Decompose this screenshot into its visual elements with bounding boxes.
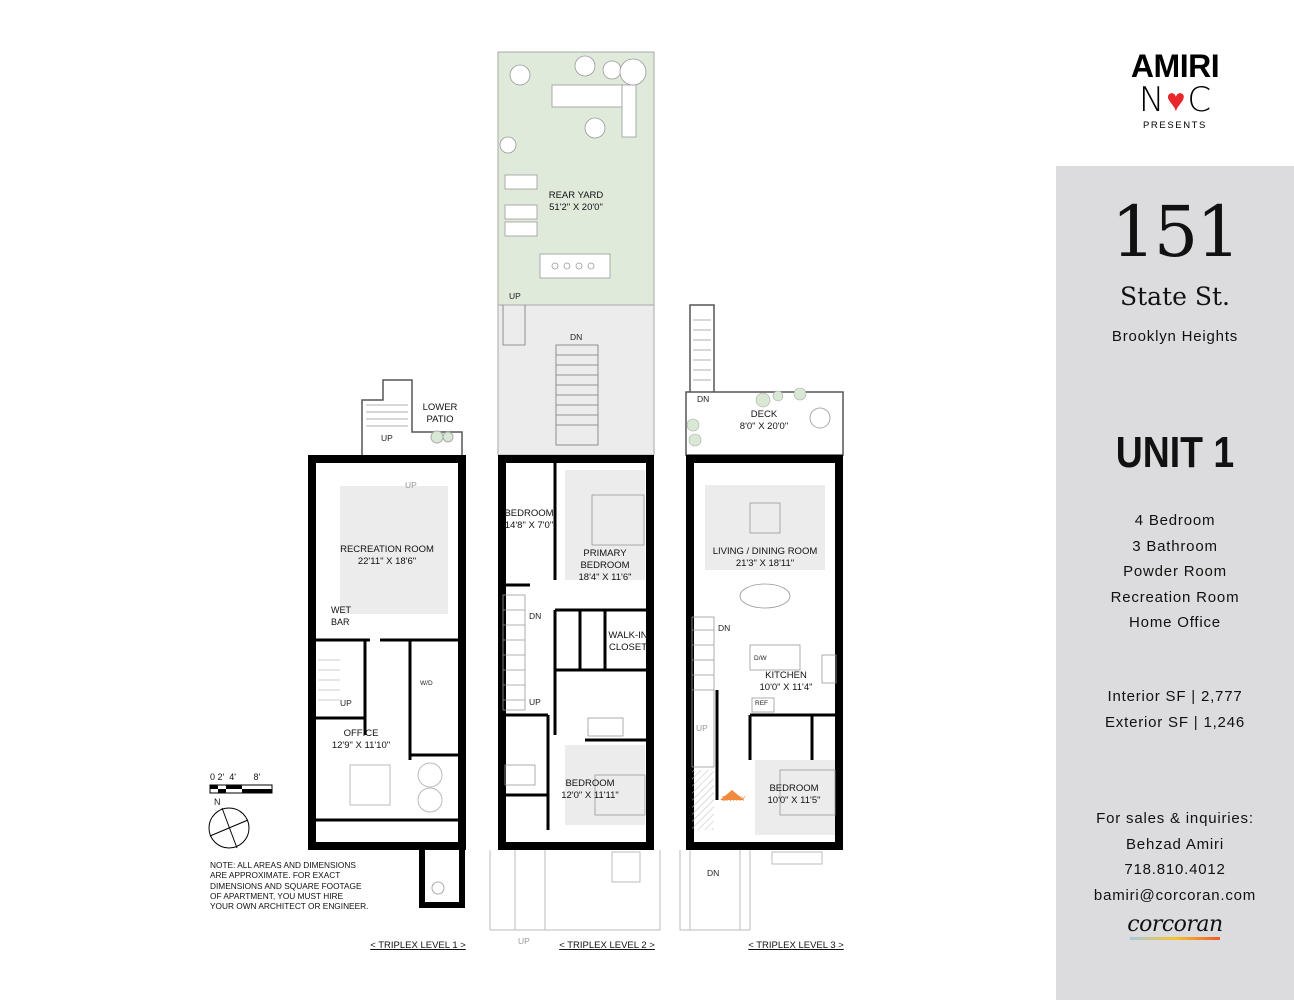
dishwasher-mark: D/W: [754, 655, 767, 662]
washer-dryer-mark: W/D: [420, 680, 433, 687]
level2-plan: [489, 51, 661, 931]
heart-icon: ♥: [1166, 81, 1186, 119]
stair-down-mark: DN: [570, 332, 583, 342]
scale-labels: 0 2' 4' 8': [210, 772, 261, 782]
stair-up-mark: UP: [340, 698, 352, 708]
level1-plan: [308, 379, 466, 908]
neighborhood: Brooklyn Heights: [1111, 328, 1239, 345]
stair-down-mark: DN: [697, 394, 710, 404]
stair-up-mark: UP: [381, 433, 393, 443]
level3-exterior-wall: [686, 455, 843, 850]
level2-title: < TRIPLEX LEVEL 2 >: [559, 940, 655, 951]
street-name: State St.: [1120, 282, 1230, 311]
stair-up-mark: UP: [509, 291, 521, 301]
refrigerator-mark: REF: [755, 700, 768, 707]
stair-up-mark: UP: [529, 697, 541, 707]
email-link[interactable]: bamiri@corcoran.com: [1093, 886, 1257, 904]
entry-label: ENTRY: [722, 796, 746, 803]
entry-arrow-icon: [720, 790, 744, 800]
north-compass-icon: [208, 807, 250, 849]
phone-link[interactable]: 718.810.4012: [1124, 861, 1226, 878]
stair-down-mark: DN: [718, 623, 731, 633]
level3-plan: [679, 304, 844, 931]
amiri-nyc-logo: AMIRI N♥C PRESENTS: [1130, 48, 1220, 131]
north-label: N: [214, 797, 221, 807]
corcoran-logo: corcoran: [1056, 912, 1294, 940]
level2-exterior-wall: [498, 455, 654, 850]
stair-up-mark: UP: [405, 480, 417, 490]
scale-bar: [209, 784, 273, 794]
level1-title: < TRIPLEX LEVEL 1 >: [370, 940, 466, 951]
lower-patio-outline: [361, 379, 463, 455]
patio-stairs: [366, 404, 408, 427]
stair-up-mark: UP: [696, 723, 708, 733]
building-number: 151: [1111, 191, 1241, 273]
lower-terrace: [497, 304, 655, 456]
contact-info: For sales & inquiries: Behzad Amiri 718.…: [1056, 806, 1294, 908]
stair-up-mark: UP: [518, 936, 530, 946]
listing-info-panel: 151 State St. Brooklyn Heights UNIT 1 4 …: [1056, 166, 1294, 1000]
unit-title: UNIT 1: [1115, 428, 1235, 477]
stair-down-mark: DN: [529, 611, 542, 621]
level3-title: < TRIPLEX LEVEL 3 >: [748, 940, 844, 951]
stair-down-mark: DN: [707, 868, 720, 878]
